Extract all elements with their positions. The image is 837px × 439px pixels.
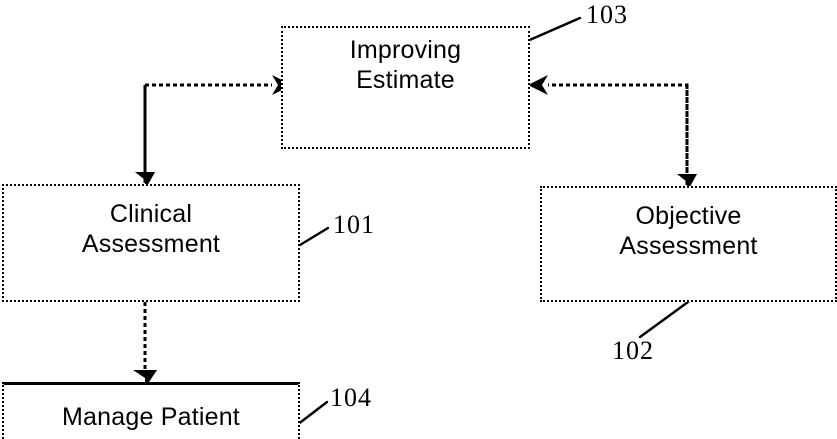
node-objective-assessment-label: Objective Assessment	[619, 202, 758, 260]
leader-line-101	[298, 226, 330, 247]
node-improving-estimate-label: Improving Estimate	[349, 36, 462, 94]
reference-numeral-103: 103	[586, 0, 628, 29]
connector-improving-to-objective	[677, 85, 697, 192]
node-objective-assessment[interactable]: Objective Assessment	[540, 186, 837, 302]
connector-improving-to-clinical	[135, 85, 155, 190]
connector-clinical-to-improving	[143, 75, 292, 183]
node-manage-patient[interactable]: Manage Patient	[2, 382, 300, 439]
connector-clinical-to-manage	[133, 302, 157, 388]
reference-numeral-101: 101	[333, 210, 375, 239]
connector-objective-to-improving	[528, 75, 689, 185]
reference-numeral-104: 104	[330, 383, 372, 412]
node-clinical-assessment[interactable]: Clinical Assessment	[2, 184, 300, 302]
reference-numeral-102: 102	[612, 336, 654, 365]
leader-line-104	[295, 400, 329, 427]
node-improving-estimate[interactable]: Improving Estimate	[281, 26, 530, 149]
leader-line-103	[523, 16, 582, 44]
leader-line-102	[638, 300, 690, 339]
node-clinical-assessment-label: Clinical Assessment	[81, 200, 221, 258]
node-manage-patient-label: Manage Patient	[62, 403, 240, 431]
